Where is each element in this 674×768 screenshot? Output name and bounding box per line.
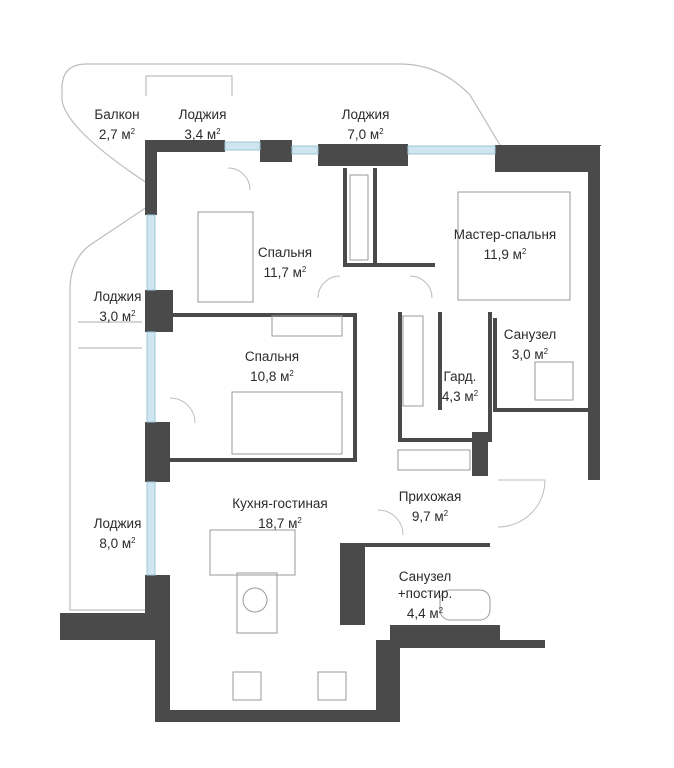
room-label-loggia-top-left: Лоджия 3,4 м2: [165, 106, 240, 143]
furniture: [197, 174, 574, 701]
room-label-bathroom-1: Санузел 3,0 м2: [495, 326, 565, 363]
room-name: Санузел +постир.: [397, 569, 453, 601]
room-name: Прихожая: [398, 489, 462, 504]
room-area: 3,0 м2: [511, 347, 549, 362]
room-area: 18,7 м2: [258, 516, 302, 531]
room-area: 2,7 м2: [98, 127, 136, 142]
room-area: 3,0 м2: [99, 309, 136, 324]
room-name: Спальня: [257, 245, 313, 260]
room-label-master-bedroom: Мастер-спальня 11,9 м2: [450, 226, 560, 263]
room-name: Балкон: [94, 107, 140, 122]
room-name: Санузел: [503, 327, 557, 342]
room-name: Кухня-гостиная: [232, 496, 328, 511]
room-area: 4,4 м2: [406, 606, 444, 621]
room-label-bedroom-2: Спальня 10,8 м2: [232, 348, 312, 385]
room-label-loggia-left-mid: Лоджия 3,0 м2: [80, 288, 155, 325]
windows: [146, 141, 496, 576]
room-area: 7,0 м2: [347, 127, 384, 142]
room-area: 3,4 м2: [184, 127, 221, 142]
balcony-outline: [61, 63, 501, 611]
room-area: 11,9 м2: [483, 247, 527, 262]
room-name: Лоджия: [93, 516, 142, 531]
doors: [169, 167, 546, 536]
interior-walls: [170, 168, 590, 547]
room-name: Спальня: [244, 349, 300, 364]
room-label-bedroom-1: Спальня 11,7 м2: [245, 244, 325, 281]
room-label-loggia-left-bottom: Лоджия 8,0 м2: [80, 515, 155, 552]
room-label-hallway: Прихожая 9,7 м2: [385, 488, 475, 525]
room-label-balcony: Балкон 2,7 м2: [82, 106, 152, 143]
room-name: Мастер-спальня: [453, 227, 557, 242]
room-area: 8,0 м2: [99, 536, 136, 551]
room-area: 10,8 м2: [250, 369, 294, 384]
walls: [60, 140, 601, 722]
room-label-loggia-top-right: Лоджия 7,0 м2: [328, 106, 403, 143]
room-label-kitchen-living: Кухня-гостиная 18,7 м2: [220, 495, 340, 532]
room-area: 11,7 м2: [263, 265, 307, 280]
room-name: Гард.: [443, 369, 477, 384]
room-name: Лоджия: [341, 107, 390, 122]
room-label-wardrobe: Гард. 4,3 м2: [425, 368, 495, 405]
room-area: 4,3 м2: [441, 389, 479, 404]
room-area: 9,7 м2: [411, 509, 449, 524]
room-label-bathroom-laundry: Санузел +постир. 4,4 м2: [385, 551, 465, 639]
room-name: Лоджия: [93, 289, 142, 304]
room-name: Лоджия: [178, 107, 227, 122]
